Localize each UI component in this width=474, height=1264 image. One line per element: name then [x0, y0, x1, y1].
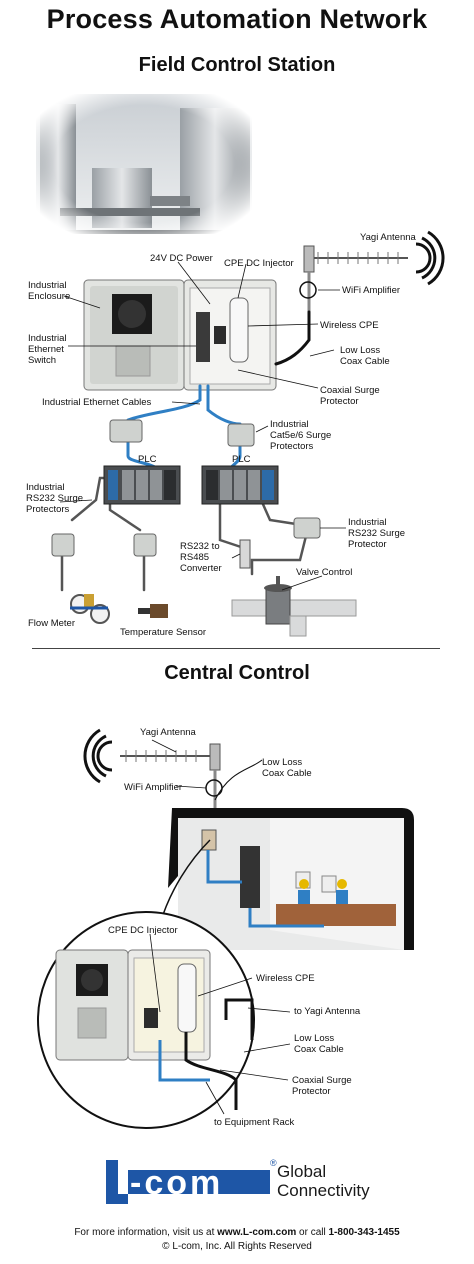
label-yagi-antenna: Yagi Antenna	[360, 232, 416, 243]
label-plc-right: PLC	[232, 454, 251, 465]
label-cpe-dc-injector: CPE DC Injector	[224, 258, 294, 269]
central-section-title: Central Control	[164, 662, 310, 684]
label-to-rack: to Equipment Rack	[214, 1117, 295, 1128]
label-valve-control: Valve Control	[296, 567, 353, 578]
zoom-detail-circle	[37, 839, 255, 1129]
footer-phone: 1-800-343-1455	[328, 1227, 400, 1238]
section-divider	[32, 648, 440, 649]
footer-copyright: © L-com, Inc. All Rights Reserved	[162, 1241, 312, 1252]
label-central-wireless-cpe: Wireless CPE	[256, 973, 315, 984]
central-control-building	[168, 808, 414, 950]
yagi-antenna-central	[83, 728, 263, 808]
label-flow-meter: Flow Meter	[28, 618, 75, 629]
label-to-yagi: to Yagi Antenna	[294, 1006, 361, 1017]
footer-url-link[interactable]: www.L-com.com	[217, 1227, 297, 1238]
label-plc-left: PLC	[138, 454, 157, 465]
rs232-surge-protectors	[51, 517, 321, 569]
label-ethernet-cables: Industrial Ethernet Cables	[42, 397, 152, 408]
flow-meter	[70, 594, 110, 624]
field-section-title: Field Control Station	[138, 54, 336, 76]
temperature-sensor	[138, 604, 168, 618]
plc-left	[103, 465, 181, 505]
field-pointers	[59, 261, 346, 591]
label-wireless-cpe: Wireless CPE	[320, 320, 379, 331]
label-central-wifi-amp: WiFi Amplifier	[124, 782, 183, 793]
industrial-enclosure	[83, 279, 277, 391]
label-wifi-amplifier: WiFi Amplifier	[342, 285, 401, 296]
label-central-injector: CPE DC Injector	[108, 925, 178, 936]
valve-control	[231, 576, 357, 637]
plc-right	[201, 465, 279, 505]
central-pointers	[149, 739, 291, 1115]
footer-info: For more information, visit us at www.L-…	[74, 1227, 400, 1238]
lcom-logo: -com	[106, 1160, 270, 1204]
label-dc-power: 24V DC Power	[150, 253, 213, 264]
logo-trademark: ®	[270, 1158, 277, 1168]
page-title: Process Automation Network	[46, 4, 428, 34]
label-central-yagi: Yagi Antenna	[140, 727, 196, 738]
yagi-antenna-field	[299, 230, 445, 312]
label-temperature-sensor: Temperature Sensor	[120, 627, 207, 638]
refinery-photo	[36, 94, 252, 234]
logo-wordmark: -com	[130, 1164, 223, 1202]
cat5-surge-protectors	[109, 419, 255, 447]
